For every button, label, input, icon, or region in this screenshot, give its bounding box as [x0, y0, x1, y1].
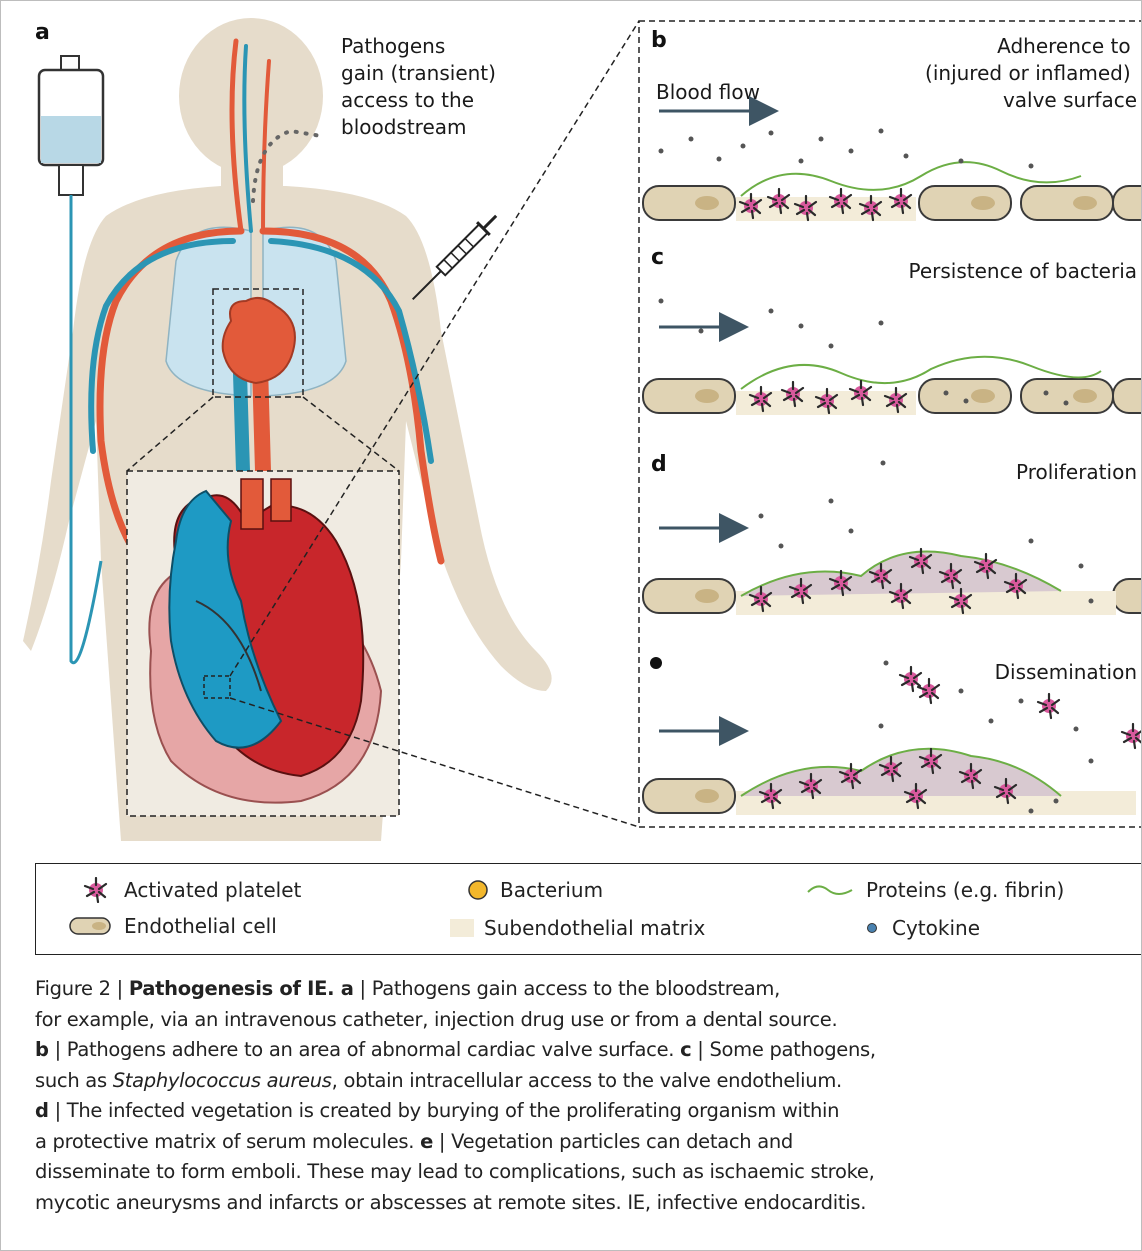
svg-text:c: c: [651, 245, 664, 270]
caption-line-7: disseminate to form emboli. These may le…: [35, 1157, 1135, 1188]
svg-text:e: e: [651, 652, 666, 677]
heart-small: [223, 298, 295, 383]
svg-text:b: b: [651, 28, 667, 53]
cytokine-icon: [862, 918, 882, 938]
matrix-swatch: [450, 917, 474, 939]
platelet-icon: [78, 877, 114, 903]
panels-b-to-e: b Blood flow Adherence to (injured or in…: [639, 21, 1142, 827]
blood-flow-label: Blood flow: [656, 80, 760, 104]
caption-line-2: for example, via an intravenous catheter…: [35, 1005, 1135, 1036]
endothelial-cell-icon: [68, 914, 114, 938]
legend-cytokine: Cytokine: [862, 916, 980, 940]
caption-line-3: b | Pathogens adhere to an area of abnor…: [35, 1035, 1135, 1066]
fibrin-icon: [806, 880, 856, 900]
caption-line-1: Figure 2 | Pathogenesis of IE. a | Patho…: [35, 974, 1135, 1005]
legend-endothelial-cell: Endothelial cell: [68, 914, 277, 938]
caption-line-8: mycotic aneurysms and infarcts or absces…: [35, 1188, 1135, 1219]
legend-activated-platelet: Activated platelet: [78, 877, 301, 903]
panel-e-label: Dissemination: [995, 660, 1137, 684]
panel-c-label: Persistence of bacteria: [908, 259, 1137, 283]
panel-d-label: Proliferation: [1016, 460, 1137, 484]
figure-caption: Figure 2 | Pathogenesis of IE. a | Patho…: [35, 974, 1135, 1218]
bacterium-icon: [466, 878, 490, 902]
panel-a: a: [23, 18, 639, 841]
caption-line-4: such as Staphylococcus aureus, obtain in…: [35, 1066, 1135, 1097]
caption-line-6: a protective matrix of serum molecules. …: [35, 1127, 1135, 1158]
figure-illustration: a: [1, 1, 1142, 863]
legend-subendothelial-matrix: Subendothelial matrix: [450, 916, 705, 940]
legend-bacterium: Bacterium: [466, 878, 603, 902]
panel-a-letter: a: [35, 20, 50, 45]
legend: Activated platelet Endothelial cell Bact…: [35, 863, 1142, 955]
panel-a-label: Pathogens gain (transient) access to the…: [341, 34, 502, 139]
legend-proteins: Proteins (e.g. fibrin): [806, 878, 1064, 902]
caption-line-5: d | The infected vegetation is created b…: [35, 1096, 1135, 1127]
svg-text:d: d: [651, 452, 667, 477]
